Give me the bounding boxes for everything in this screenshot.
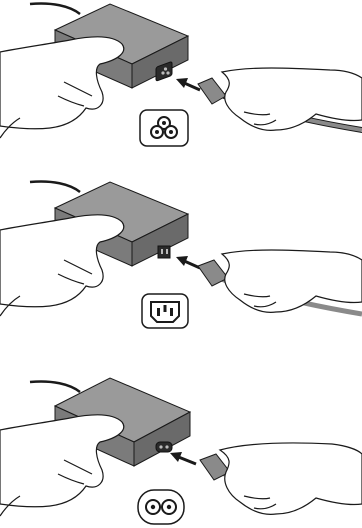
- step-3-illustration: [0, 354, 362, 528]
- right-hand: [222, 250, 362, 312]
- step-1-illustration: [0, 0, 362, 176]
- right-hand: [222, 68, 362, 130]
- left-hand: [0, 415, 124, 516]
- iec-c14-socket-icon: [142, 294, 188, 328]
- figure-eight-socket-icon: [138, 490, 184, 524]
- right-hand: [220, 443, 362, 514]
- step-2-illustration: [0, 178, 362, 354]
- left-hand: [0, 215, 124, 316]
- adapter-cable: [30, 381, 80, 392]
- power-plug: [198, 78, 226, 104]
- adapter-cable: [30, 181, 80, 192]
- adapter-cable: [30, 3, 80, 14]
- cloverleaf-socket-icon: [140, 110, 188, 146]
- left-hand: [0, 37, 124, 138]
